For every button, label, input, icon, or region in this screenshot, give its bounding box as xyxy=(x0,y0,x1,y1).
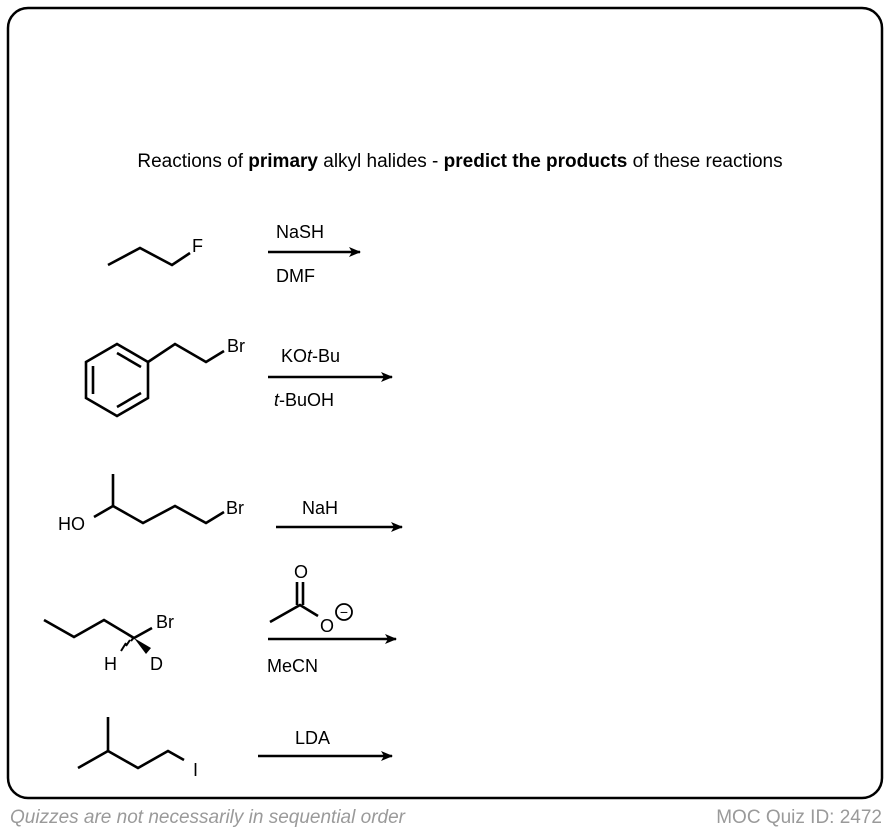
reagent-above: KOt-Bu xyxy=(281,346,340,366)
atom-label: F xyxy=(192,236,203,256)
svg-text:−: − xyxy=(340,604,348,620)
svg-text:O: O xyxy=(320,616,334,636)
reagent-above: NaH xyxy=(302,498,338,518)
reagent-below: t-BuOH xyxy=(274,390,334,410)
atom-label: HO xyxy=(58,514,85,534)
quiz-frame xyxy=(6,6,884,800)
atom-label: Br xyxy=(226,498,244,518)
ethyl-chain xyxy=(147,342,225,364)
reaction-5: I LDA xyxy=(77,717,393,780)
reagent-below: DMF xyxy=(276,266,315,286)
reaction-2: Br KOt-Bu t-BuOH xyxy=(84,336,393,418)
reagent-below: MeCN xyxy=(267,656,318,676)
propyl-chain xyxy=(107,246,191,267)
atom-label: H xyxy=(104,654,117,674)
carbon-chain xyxy=(77,749,185,770)
carbon-chain xyxy=(93,504,225,525)
reagent-above: NaSH xyxy=(276,222,324,242)
reagent-above: LDA xyxy=(295,728,330,748)
hash-bond xyxy=(120,636,135,652)
wedge-bond xyxy=(134,638,151,654)
atom-label: Br xyxy=(227,336,245,356)
benzene-ring xyxy=(84,342,150,418)
svg-text:O: O xyxy=(294,562,308,582)
atom-label: I xyxy=(193,760,198,780)
acetate-reagent: O O − xyxy=(269,562,353,636)
reaction-3: HO Br NaH xyxy=(58,474,403,534)
quiz-id: MOC Quiz ID: 2472 xyxy=(716,807,882,828)
quiz-title: Reactions of primary alkyl halides - pre… xyxy=(137,151,782,172)
atom-label: D xyxy=(150,654,163,674)
reaction-4: Br H D O O − MeCN xyxy=(43,562,397,676)
footer-note: Quizzes are not necessarily in sequentia… xyxy=(10,807,406,828)
ring-double-bond xyxy=(116,391,142,409)
ring-double-bond xyxy=(116,351,142,369)
carbon-chain xyxy=(43,618,153,640)
atom-label: Br xyxy=(156,612,174,632)
negative-charge-icon xyxy=(335,603,353,621)
reaction-1: F NaSH DMF xyxy=(107,222,361,286)
